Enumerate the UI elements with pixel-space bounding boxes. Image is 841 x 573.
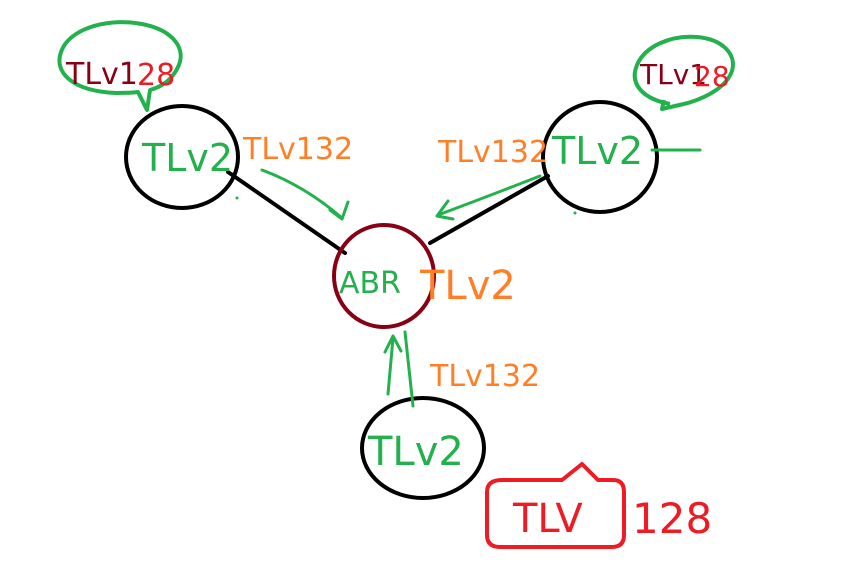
edge-label-top-right: TLv132 [437, 135, 548, 170]
bubble-top-right-overlay-text: 28 [694, 60, 730, 93]
stray-dot-top-right [573, 211, 577, 215]
bubble-top-left [57, 20, 183, 112]
line-bottom-to-center [403, 330, 415, 408]
bubble-top-right-main-text: TLv1 [639, 58, 707, 91]
link-top-left-to-center [226, 170, 347, 255]
bubble-bottom-right-text: TLV [512, 496, 583, 542]
edge-label-bottom: TLv132 [429, 359, 540, 394]
node-top-left [124, 104, 240, 210]
bubble-top-left-main-text: TLv1 [65, 57, 138, 92]
edge-label-top-left: TLv132 [242, 132, 353, 167]
node-top-left-label: TLv2 [141, 136, 233, 180]
arrow-top-right-to-center [436, 174, 542, 217]
node-center-label: ABR [339, 266, 401, 301]
node-top-right-label: TLv2 [551, 129, 643, 173]
arrow-bottom-up [386, 336, 395, 396]
bubble-bottom-right [485, 462, 626, 549]
node-center-abr [332, 223, 436, 329]
node-top-right [541, 100, 659, 214]
bubble-top-right [632, 34, 735, 111]
arrow-top-right-head [435, 199, 455, 221]
arrow-bottom-up-head [383, 334, 403, 354]
node-center-suffix: TLv2 [419, 263, 516, 309]
stray-dot-top-left [235, 196, 239, 200]
bubble-bottom-right-side-text: 128 [632, 494, 712, 543]
node-bottom [360, 396, 486, 500]
bubble-top-left-overlay-text: 28 [137, 58, 175, 93]
arrow-top-left-head [328, 200, 350, 221]
link-top-right-to-center [428, 174, 550, 245]
node-bottom-label: TLv2 [367, 429, 464, 475]
